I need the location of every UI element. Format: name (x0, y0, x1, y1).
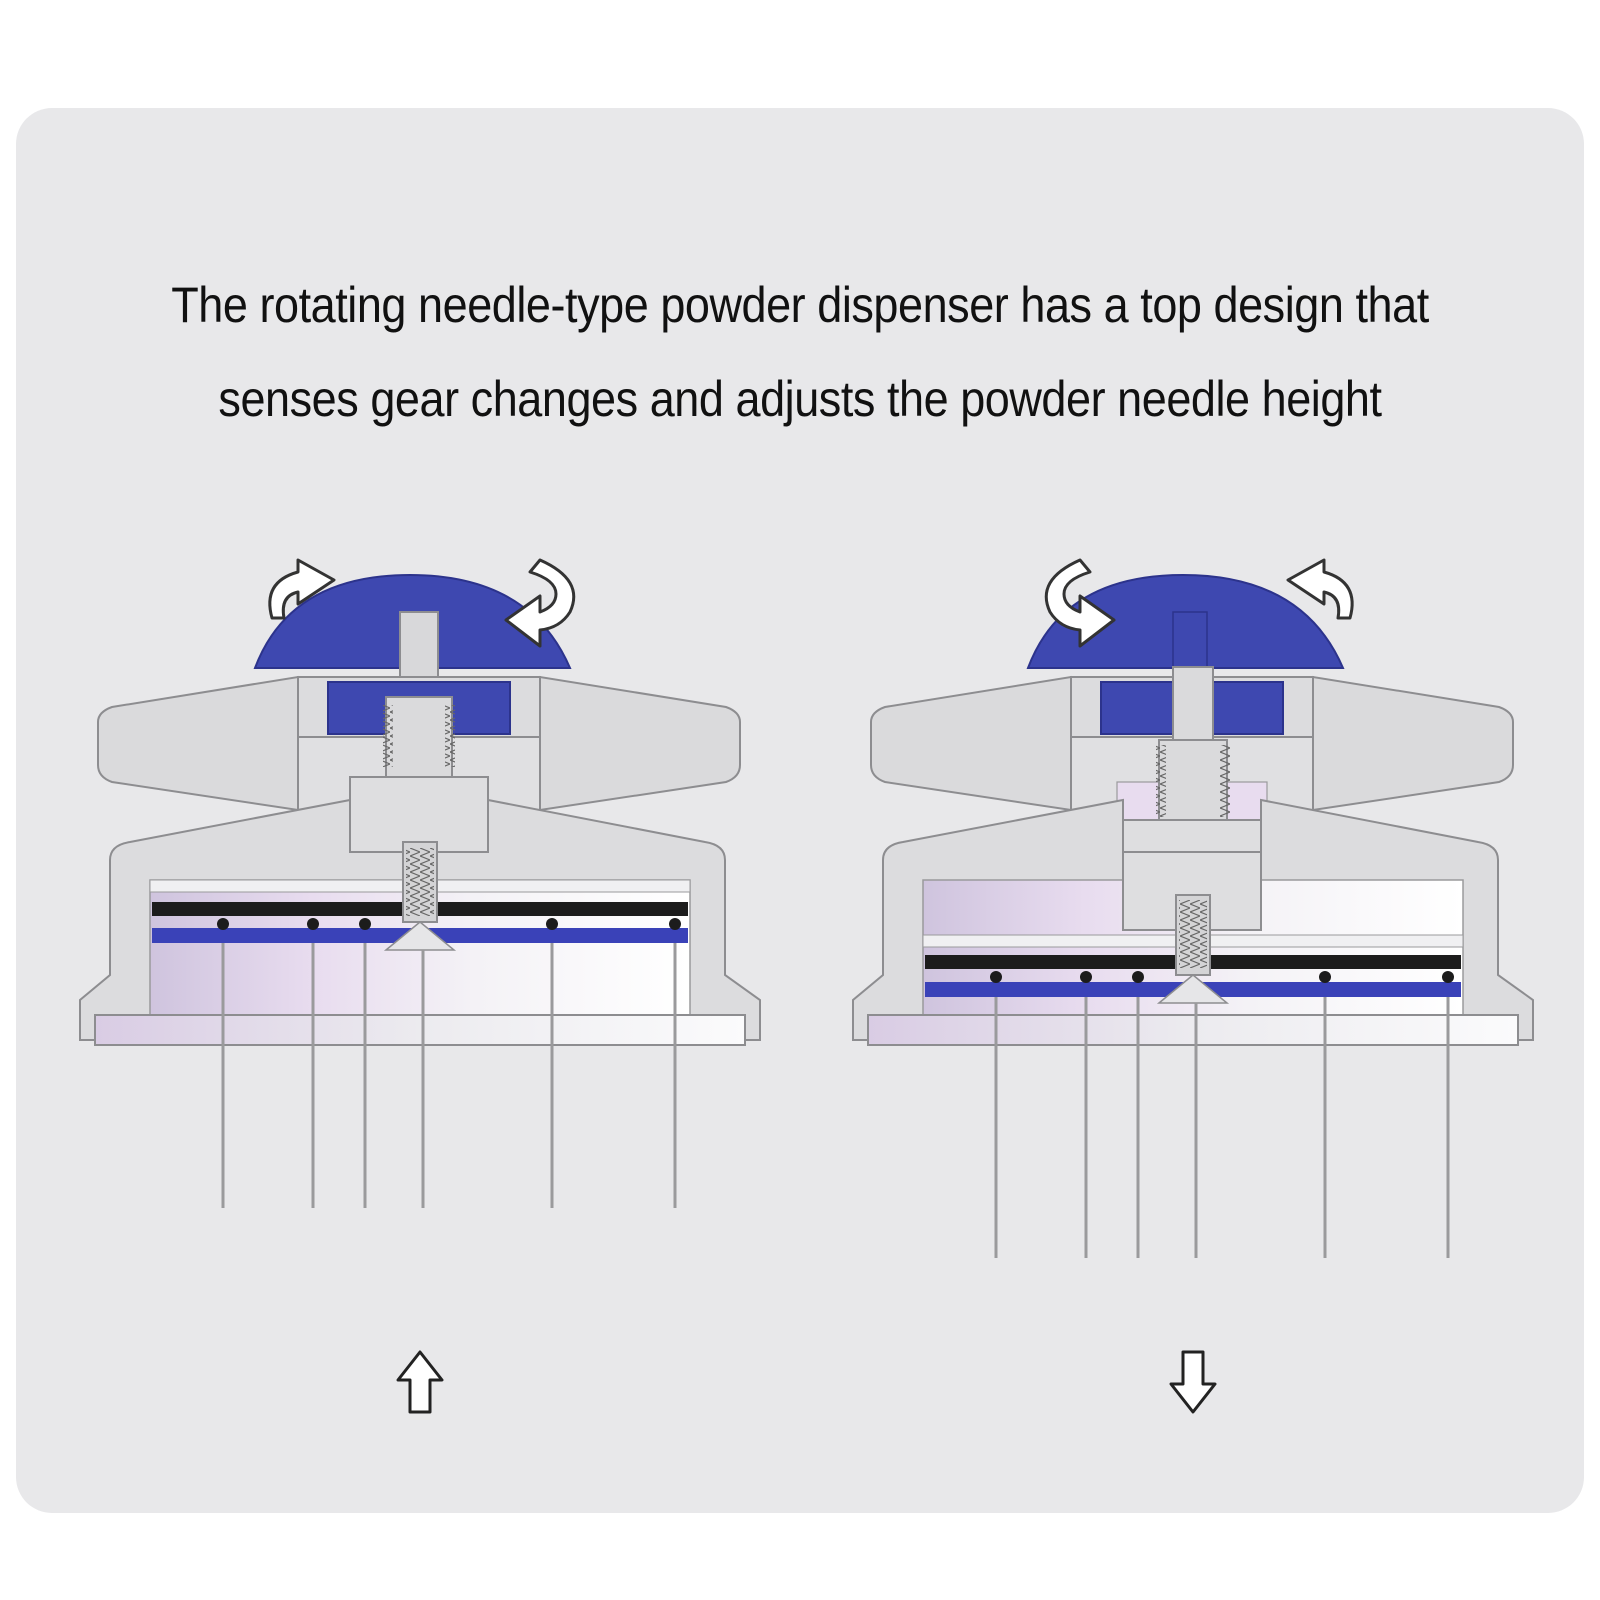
caption: The rotating needle-type powder dispense… (16, 258, 1584, 446)
diagram-card: The rotating needle-type powder dispense… (16, 108, 1584, 1513)
right-dispenser (852, 558, 1534, 1258)
right-needles (994, 997, 1450, 1258)
caption-line-1: The rotating needle-type powder dispense… (171, 277, 1429, 333)
left-rotate-arrow-1-icon (268, 558, 336, 620)
left-wing-left (97, 675, 299, 812)
right-wing-right (1312, 675, 1514, 812)
down-arrow-icon (1169, 1350, 1217, 1414)
up-arrow-icon (396, 1350, 444, 1414)
right-rotate-arrow-2-icon (1286, 558, 1354, 620)
left-dispenser (79, 558, 761, 1208)
left-wing-right (539, 675, 741, 812)
left-rotate-arrow-2-icon (504, 558, 576, 648)
left-needles (221, 943, 677, 1208)
right-rotate-arrow-1-icon (1044, 558, 1116, 648)
caption-line-2: senses gear changes and adjusts the powd… (218, 371, 1382, 427)
right-wing-left (870, 675, 1072, 812)
